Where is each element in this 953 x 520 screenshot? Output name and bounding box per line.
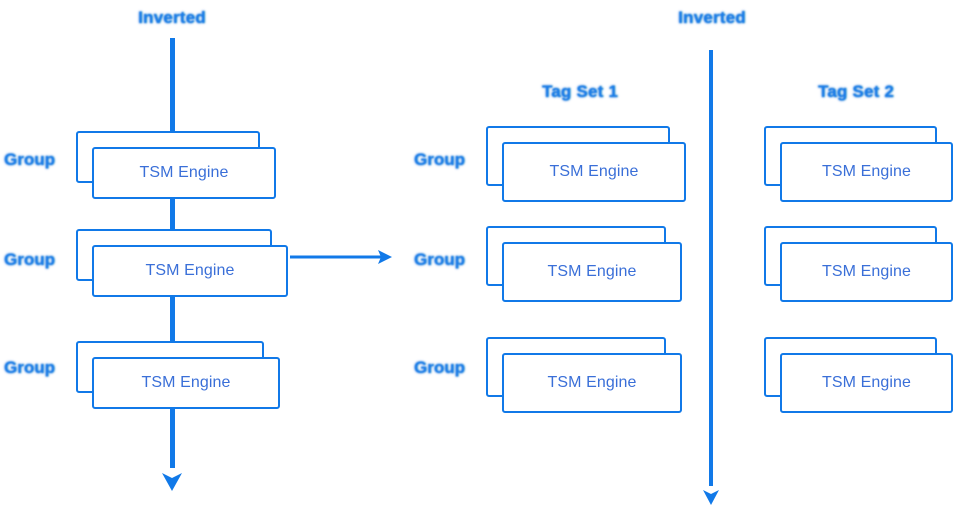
column-label-tag-set-2: Tag Set 2	[817, 82, 895, 101]
row-label-left-group-3: Group	[4, 358, 55, 377]
node-front-card[interactable]: TSM Engine	[502, 242, 682, 302]
node-front-card[interactable]: TSM Engine	[92, 357, 280, 409]
node-label: TSM Engine	[549, 163, 639, 180]
left-spine-down-arrow-icon	[162, 473, 182, 491]
tsm-engine-node[interactable]: TSM Engine	[486, 226, 682, 302]
tsm-engine-node[interactable]: TSM Engine	[76, 131, 276, 199]
row-label-mid-group-1: Group	[414, 150, 465, 169]
tsm-engine-node[interactable]: TSM Engine	[764, 337, 953, 413]
column-label-right-top: Inverted	[678, 8, 746, 27]
node-label: TSM Engine	[547, 374, 637, 391]
column-label-left-top: Inverted	[138, 8, 206, 27]
node-front-card[interactable]: TSM Engine	[780, 353, 953, 413]
column-label-tag-set-1: Tag Set 1	[541, 82, 619, 101]
node-front-card[interactable]: TSM Engine	[780, 142, 953, 202]
transfer-arrow-icon	[290, 250, 392, 264]
row-label-left-group-1: Group	[4, 150, 55, 169]
node-label: TSM Engine	[821, 263, 912, 280]
row-label-mid-group-2: Group	[414, 250, 465, 269]
node-front-card[interactable]: TSM Engine	[92, 147, 276, 199]
tsm-engine-node[interactable]: TSM Engine	[76, 341, 280, 409]
tsm-engine-node[interactable]: TSM Engine	[486, 337, 682, 413]
node-label: TSM Engine	[821, 163, 912, 180]
node-front-card[interactable]: TSM Engine	[502, 353, 682, 413]
right-spine-line	[709, 50, 713, 486]
row-label-mid-group-3: Group	[414, 358, 465, 377]
node-label: TSM Engine	[821, 374, 912, 391]
tsm-engine-node[interactable]: TSM Engine	[76, 229, 288, 297]
tsm-engine-node[interactable]: TSM Engine	[764, 126, 953, 202]
row-label-left-group-2: Group	[4, 250, 55, 269]
node-front-card[interactable]: TSM Engine	[780, 242, 953, 302]
node-front-card[interactable]: TSM Engine	[92, 245, 288, 297]
right-spine-down-arrow-icon	[703, 490, 719, 505]
node-label: TSM Engine	[139, 164, 229, 181]
node-front-card[interactable]: TSM Engine	[502, 142, 686, 202]
tsm-engine-node[interactable]: TSM Engine	[764, 226, 953, 302]
node-label: TSM Engine	[141, 374, 231, 391]
node-label: TSM Engine	[145, 262, 235, 279]
node-label: TSM Engine	[547, 263, 637, 280]
tsm-engine-node[interactable]: TSM Engine	[486, 126, 686, 202]
